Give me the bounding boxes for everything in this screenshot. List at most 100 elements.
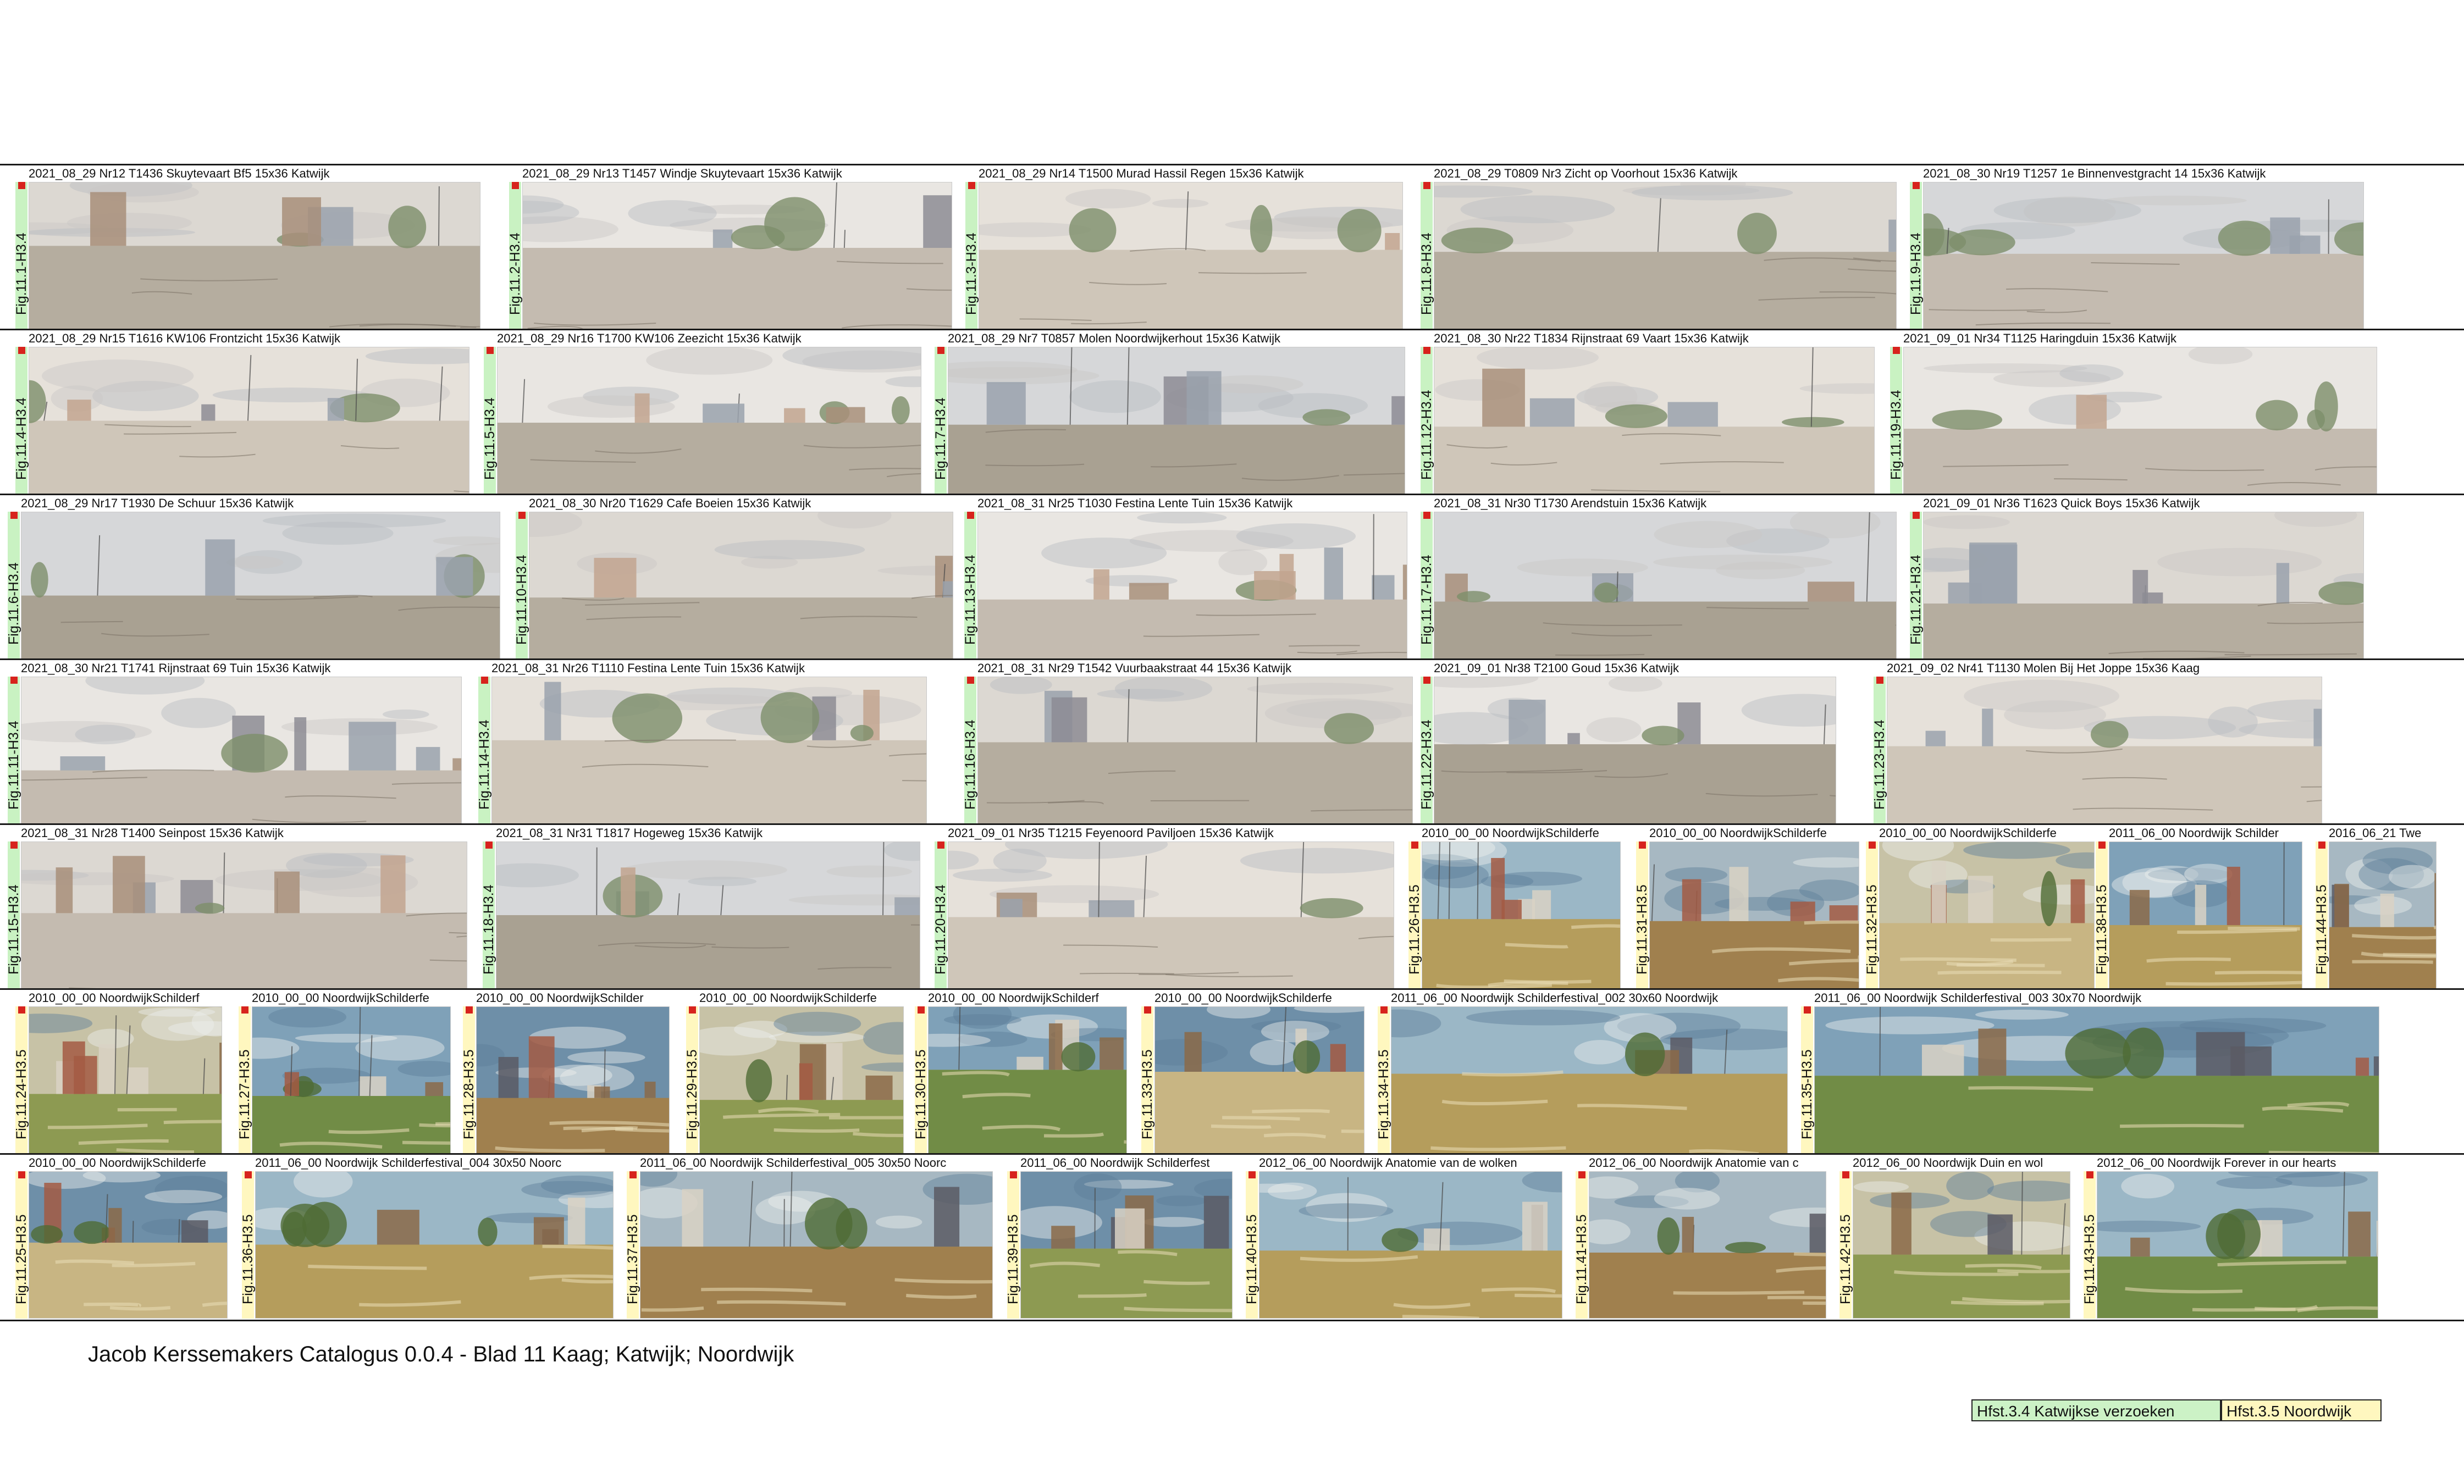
painting-thumbnail[interactable] xyxy=(21,512,500,659)
painting-thumbnail[interactable] xyxy=(522,182,952,329)
painting-thumbnail[interactable] xyxy=(1887,677,2322,824)
catalog-entry[interactable]: 2021_08_30 Nr21 T1741 Rijnstraat 69 Tuin… xyxy=(6,660,464,825)
catalog-entry[interactable]: 2011_06_00 Noordwijk Schilderfestival_00… xyxy=(625,1155,995,1320)
painting-thumbnail[interactable] xyxy=(1434,677,1836,824)
painting-thumbnail[interactable] xyxy=(21,841,467,989)
painting-thumbnail[interactable] xyxy=(496,841,920,989)
painting-thumbnail[interactable] xyxy=(29,1171,228,1319)
painting-image xyxy=(1391,1007,1787,1153)
entry-caption: 2021_08_30 Nr21 T1741 Rijnstraat 69 Tuin… xyxy=(21,661,331,675)
painting-thumbnail[interactable] xyxy=(1814,1006,2379,1154)
painting-thumbnail[interactable] xyxy=(252,1006,451,1154)
painting-thumbnail[interactable] xyxy=(1154,1006,1364,1154)
painting-thumbnail[interactable] xyxy=(1434,182,1897,329)
catalog-entry[interactable]: 2021_09_01 Nr38 T2100 Goud 15x36 Katwijk… xyxy=(1419,660,1838,825)
painting-thumbnail[interactable] xyxy=(29,182,480,329)
catalog-entry[interactable]: 2021_08_29 Nr7 T0857 Molen Noordwijkerho… xyxy=(933,330,1407,495)
painting-thumbnail[interactable] xyxy=(2109,841,2302,989)
painting-thumbnail[interactable] xyxy=(29,1006,222,1154)
painting-thumbnail[interactable] xyxy=(29,347,469,494)
painting-thumbnail[interactable] xyxy=(1853,1171,2070,1319)
figure-number: Fig.11.32-H3.5 xyxy=(1864,884,1880,974)
painting-thumbnail[interactable] xyxy=(1649,841,1859,989)
painting-thumbnail[interactable] xyxy=(1923,512,2364,659)
figure-number: Fig.11.20-H3.4 xyxy=(933,884,948,974)
catalog-entry[interactable]: 2021_08_30 Nr20 T1629 Cafe Boeien 15x36 … xyxy=(514,495,955,660)
painting-thumbnail[interactable] xyxy=(1020,1171,1233,1319)
catalog-entry[interactable]: 2021_08_31 Nr30 T1730 Arendstuin 15x36 K… xyxy=(1419,495,1899,660)
figure-label-strip: Fig.11.30-H3.5 xyxy=(913,1006,929,1154)
catalog-entry[interactable]: 2021_08_30 Nr19 T1257 1e Binnenvestgrach… xyxy=(1908,165,2366,330)
chapter-tab-3-4[interactable]: Hfst.3.4 Katwijkse verzoeken xyxy=(1971,1399,2221,1421)
red-marker-icon xyxy=(466,1006,473,1014)
painting-thumbnail[interactable] xyxy=(640,1171,993,1319)
catalog-entry[interactable]: 2021_08_31 Nr25 T1030 Festina Lente Tuin… xyxy=(963,495,1410,660)
painting-thumbnail[interactable] xyxy=(1923,182,2364,329)
painting-thumbnail[interactable] xyxy=(979,182,1403,329)
painting-thumbnail[interactable] xyxy=(2097,1171,2378,1319)
catalog-entry[interactable]: 2021_08_29 Nr17 T1930 De Schuur 15x36 Ka… xyxy=(6,495,502,660)
painting-thumbnail[interactable] xyxy=(977,512,1407,659)
catalog-entry[interactable]: 2021_09_01 Nr35 T1215 Feyenoord Paviljoe… xyxy=(933,825,1396,990)
painting-thumbnail[interactable] xyxy=(948,347,1405,494)
catalog-entry[interactable]: 2021_08_29 Nr16 T1700 KW106 Zeezicht 15x… xyxy=(482,330,924,495)
painting-thumbnail[interactable] xyxy=(21,677,462,824)
catalog-entry[interactable]: 2021_08_30 Nr22 T1834 Rijnstraat 69 Vaar… xyxy=(1419,330,1877,495)
painting-image xyxy=(1853,1172,2070,1318)
entry-caption: 2011_06_00 Noordwijk Schilderfestival_00… xyxy=(1814,991,2142,1005)
painting-thumbnail[interactable] xyxy=(928,1006,1127,1154)
catalog-entry[interactable]: 2021_08_29 Nr15 T1616 KW106 Frontzicht 1… xyxy=(14,330,472,495)
catalog-entry[interactable]: 2021_08_31 Nr29 T1542 Vuurbaakstraat 44 … xyxy=(963,660,1415,825)
painting-thumbnail[interactable] xyxy=(497,347,921,494)
catalog-entry[interactable]: 2012_06_00 Noordwijk Anatomie van de wol… xyxy=(1244,1155,1565,1320)
painting-thumbnail[interactable] xyxy=(1434,512,1897,659)
painting-thumbnail[interactable] xyxy=(2329,841,2437,989)
painting-thumbnail[interactable] xyxy=(1434,347,1875,494)
catalog-entry[interactable]: 2021_08_31 Nr26 T1110 Festina Lente Tuin… xyxy=(477,660,929,825)
catalog-entry[interactable]: 2021_08_31 Nr31 T1817 Hogeweg 15x36 Katw… xyxy=(481,825,922,990)
catalog-entry[interactable]: 2011_06_00 Noordwijk Schilderfestival_00… xyxy=(1376,990,1790,1155)
figure-label-strip: Fig.11.4-H3.4 xyxy=(14,347,29,494)
catalog-entry[interactable]: 2021_09_01 Nr36 T1623 Quick Boys 15x36 K… xyxy=(1908,495,2366,660)
catalog-entry[interactable]: 2021_08_29 Nr14 T1500 Murad Hassil Regen… xyxy=(964,165,1405,330)
painting-thumbnail[interactable] xyxy=(1903,347,2377,494)
catalog-entry[interactable]: 2012_06_00 Noordwijk Forever in our hear… xyxy=(2082,1155,2380,1320)
catalog-entry[interactable]: 2021_09_01 Nr34 T1125 Haringduin 15x36 K… xyxy=(1888,330,2379,495)
painting-thumbnail[interactable] xyxy=(1259,1171,1562,1319)
catalog-entry[interactable]: 2011_06_00 Noordwijk Schilderfestival_00… xyxy=(240,1155,616,1320)
painting-thumbnail[interactable] xyxy=(699,1006,904,1154)
catalog-entry[interactable]: 2021_08_31 Nr28 T1400 Seinpost 15x36 Kat… xyxy=(6,825,469,990)
figure-label-strip: Fig.11.13-H3.4 xyxy=(963,512,978,659)
catalog-entry[interactable]: 2011_06_00 Noordwijk Schilderfestival_00… xyxy=(1799,990,2382,1155)
painting-thumbnail[interactable] xyxy=(977,677,1413,824)
catalog-entry[interactable]: 2021_08_29 T0809 Nr3 Zicht op Voorhout 1… xyxy=(1419,165,1899,330)
painting-thumbnail[interactable] xyxy=(491,677,927,824)
painting-thumbnail[interactable] xyxy=(1589,1171,1826,1319)
painting-thumbnail[interactable] xyxy=(1422,841,1621,989)
painting-thumbnail[interactable] xyxy=(529,512,953,659)
chapter-tab-3-5[interactable]: Hfst.3.5 Noordwijk xyxy=(2221,1399,2382,1421)
catalog-entry[interactable]: 2021_08_29 Nr13 T1457 Windje Skuytevaart… xyxy=(507,165,954,330)
painting-thumbnail[interactable] xyxy=(476,1006,670,1154)
painting-thumbnail[interactable] xyxy=(255,1171,614,1319)
catalog-entry[interactable]: 2021_08_29 Nr12 T1436 Skuytevaart Bf5 15… xyxy=(14,165,483,330)
painting-thumbnail[interactable] xyxy=(1391,1006,1788,1154)
painting-thumbnail[interactable] xyxy=(1879,841,2095,989)
catalog-entry[interactable]: 2021_09_02 Nr41 T1130 Molen Bij Het Jopp… xyxy=(1872,660,2324,825)
painting-thumbnail[interactable] xyxy=(948,841,1394,989)
